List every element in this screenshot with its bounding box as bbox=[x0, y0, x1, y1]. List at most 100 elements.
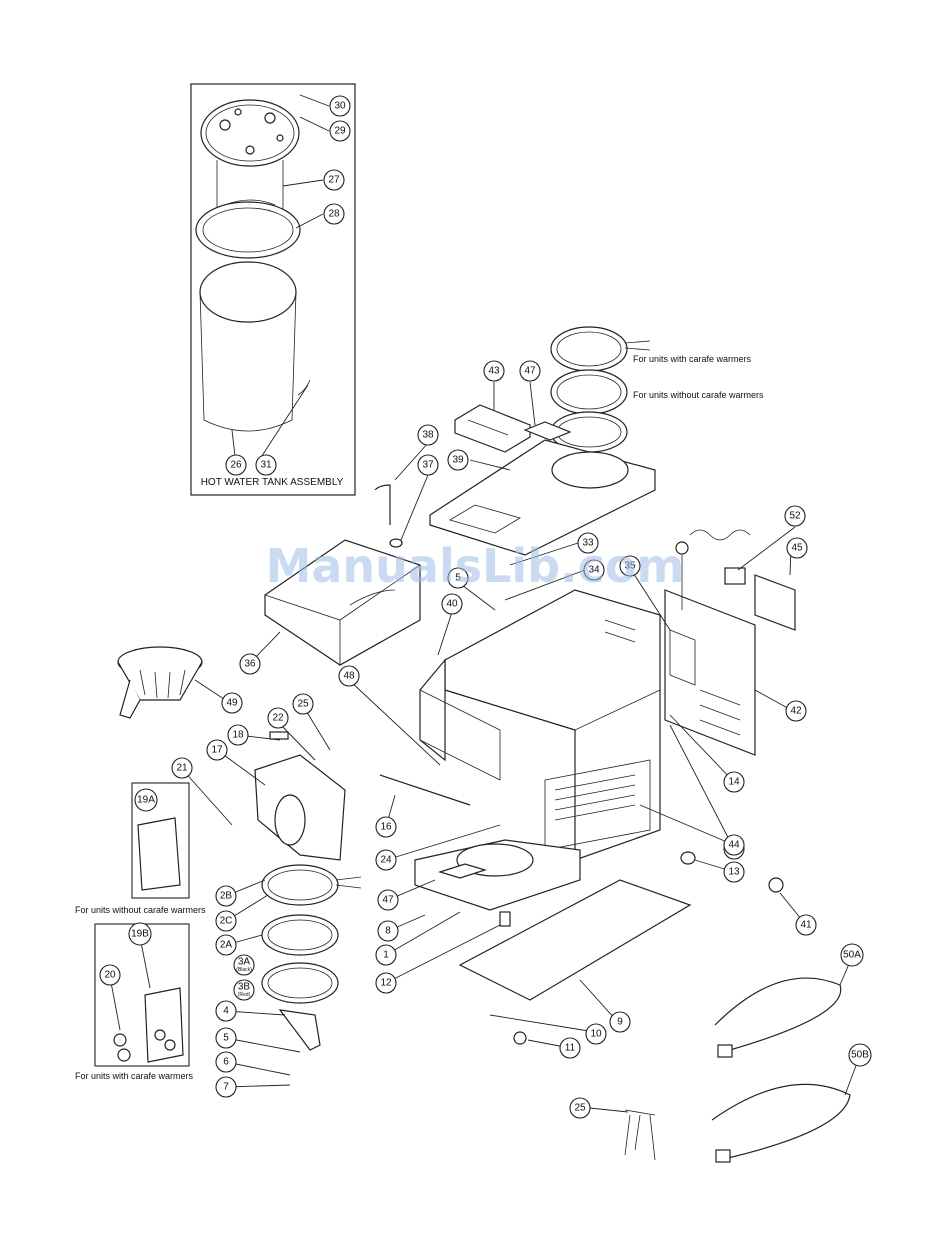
note-without-warmers-top: For units without carafe warmers bbox=[633, 390, 764, 400]
note-with-warmers-top: For units with carafe warmers bbox=[633, 354, 752, 364]
label-plate bbox=[754, 574, 796, 631]
callout-label: 16 bbox=[380, 822, 392, 833]
warmer-rings bbox=[261, 864, 362, 1051]
callout-label: 9 bbox=[617, 1017, 623, 1028]
callout-2c: 2C bbox=[215, 910, 237, 932]
hot-water-tank-assembly-box: HOT WATER TANK ASSEMBLY bbox=[190, 83, 356, 496]
callout-20: 20 bbox=[99, 964, 121, 986]
callout-label: 2B bbox=[220, 891, 233, 902]
callout-label: 52 bbox=[789, 511, 801, 522]
callout-label: 12 bbox=[380, 978, 392, 989]
callout-label: 5 bbox=[223, 1033, 229, 1044]
tube bbox=[374, 484, 391, 525]
callout-11: 11 bbox=[559, 1037, 581, 1059]
callout-label: 40 bbox=[446, 599, 458, 610]
callout-42: 42 bbox=[785, 700, 807, 722]
callout-6: 6 bbox=[215, 1051, 237, 1073]
callout-label: 34 bbox=[588, 565, 600, 576]
foot-11 bbox=[513, 1031, 527, 1045]
callout-label: 3B bbox=[238, 982, 251, 993]
callout-36: 36 bbox=[239, 653, 261, 675]
callout-label: 27 bbox=[328, 175, 340, 186]
callout-5: 5 bbox=[215, 1027, 237, 1049]
callout-label: 24 bbox=[380, 855, 392, 866]
callout-label: 37 bbox=[422, 460, 434, 471]
callout-34: 34 bbox=[583, 559, 605, 581]
note-without-warmers-left: For units without carafe warmers bbox=[75, 905, 206, 915]
callout-label: 5 bbox=[455, 573, 461, 584]
callout-49: 49 bbox=[221, 692, 243, 714]
callout-16: 16 bbox=[375, 816, 397, 838]
callout-41: 41 bbox=[795, 914, 817, 936]
callout-label: 45 bbox=[791, 543, 803, 554]
callout-label: 44 bbox=[728, 840, 740, 851]
bracket bbox=[269, 731, 289, 740]
callout-31: 31 bbox=[255, 454, 277, 476]
callout-27: 27 bbox=[323, 169, 345, 191]
callout-label: 3A bbox=[238, 957, 251, 968]
top-cover bbox=[429, 439, 656, 556]
thermostat bbox=[675, 529, 751, 610]
callout-label: 39 bbox=[452, 455, 464, 466]
callout-label: 14 bbox=[728, 777, 740, 788]
front-panel bbox=[254, 754, 346, 861]
callout-22: 22 bbox=[267, 707, 289, 729]
callout-28: 28 bbox=[323, 203, 345, 225]
callout-26: 26 bbox=[225, 454, 247, 476]
spray-tray bbox=[264, 539, 421, 666]
callout-label: 6 bbox=[223, 1057, 229, 1068]
callout-label: 31 bbox=[260, 460, 272, 471]
callout-19a: 19A bbox=[134, 788, 158, 812]
callout-12: 12 bbox=[375, 972, 397, 994]
callout-50b: 50B bbox=[848, 1043, 872, 1067]
callout-33: 33 bbox=[577, 532, 599, 554]
wiring-harness bbox=[624, 1109, 656, 1161]
grommet bbox=[389, 538, 403, 548]
watermark: ManualsLib.com bbox=[266, 539, 685, 593]
callout-21: 21 bbox=[171, 757, 193, 779]
callout-label: 25 bbox=[574, 1103, 586, 1114]
callout-38: 38 bbox=[417, 424, 439, 446]
callout-label: 35 bbox=[624, 561, 636, 572]
callout-9: 9 bbox=[609, 1011, 631, 1033]
callout-label: 47 bbox=[382, 895, 394, 906]
callout-14: 14 bbox=[723, 771, 745, 793]
callout-19b: 19B bbox=[128, 922, 152, 946]
callout-label: 17 bbox=[211, 745, 223, 756]
callout-37: 37 bbox=[417, 454, 439, 476]
callout-44: 44 bbox=[723, 834, 745, 856]
callout-45: 45 bbox=[786, 537, 808, 559]
callout-label: 10 bbox=[590, 1029, 602, 1040]
grommet-13 bbox=[680, 851, 696, 865]
note-with-warmers-left: For units with carafe warmers bbox=[75, 1071, 194, 1081]
brew-funnel bbox=[117, 646, 203, 719]
foot bbox=[499, 911, 511, 927]
bottom-plate bbox=[458, 879, 692, 1001]
callout-29: 29 bbox=[329, 120, 351, 142]
callout-label: 7 bbox=[223, 1082, 229, 1093]
callout-label: 47 bbox=[524, 366, 536, 377]
callout-17: 17 bbox=[206, 739, 228, 761]
knob-41 bbox=[768, 877, 784, 893]
callout-47: 47 bbox=[377, 889, 399, 911]
callout-label: 38 bbox=[422, 430, 434, 441]
power-cords bbox=[711, 977, 851, 1163]
callout-label: 8 bbox=[385, 926, 391, 937]
callout-label: 22 bbox=[272, 713, 284, 724]
base bbox=[414, 839, 581, 911]
callout-label: 1 bbox=[383, 950, 389, 961]
strap bbox=[379, 774, 471, 806]
callout-3a: 3A(Black) bbox=[233, 954, 255, 976]
switch-panel bbox=[454, 404, 531, 453]
callout-48: 48 bbox=[338, 665, 360, 687]
callout-2a: 2A bbox=[215, 934, 237, 956]
callout-5: 5 bbox=[447, 567, 469, 589]
callout-52: 52 bbox=[784, 505, 806, 527]
callout-sublabel: (Red) bbox=[238, 992, 251, 998]
callout-label: 2C bbox=[220, 916, 233, 927]
callout-30: 30 bbox=[329, 95, 351, 117]
callout-24: 24 bbox=[375, 849, 397, 871]
